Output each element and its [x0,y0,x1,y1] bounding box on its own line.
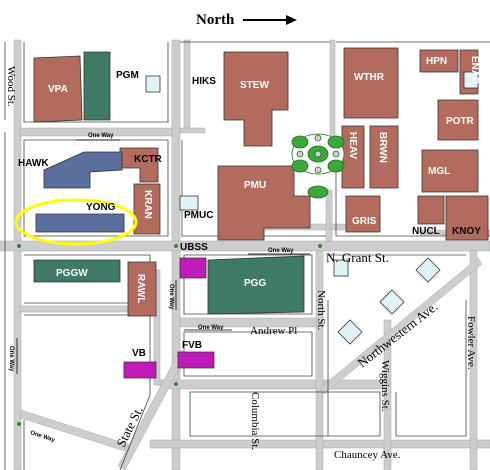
street-grant: N. Grant St. [326,250,389,265]
building-hawk [43,151,123,189]
building-pgm [83,51,111,121]
building-yong [35,213,125,233]
label-vpa: VPA [48,84,68,95]
building-vb [123,361,157,379]
oneway-label-4: One Way [8,346,14,372]
street-wiggins: Wiggins St. [379,360,391,412]
traffic-light-icon [318,244,322,248]
fountain-icon [291,133,345,199]
building-vpa [33,55,83,123]
building-fvb [177,351,215,369]
building-pmu [217,165,311,241]
building-small-pmuc [179,195,199,211]
street-north: North St. [315,290,327,331]
street-andrew: Andrew Pl [250,325,297,337]
street-wood: Wood St. [5,66,17,107]
street-fowler: Fowler Ave. [465,316,477,370]
label-mgl: MGL [428,166,450,177]
label-yong: YONG [86,202,116,213]
label-brwn: BRWN [377,132,388,163]
building-diamond-2 [379,289,405,315]
oneway-label-3: One Way [198,325,224,331]
label-pmuc: PMUC [184,210,213,221]
label-fvb: FVB [182,340,202,351]
label-hiks: HIKS [192,76,216,87]
building-ubss [179,257,207,279]
label-knoy: KNOY [452,226,481,237]
building-nucl [417,195,445,225]
label-pggw: PGGW [56,268,88,279]
traffic-light-icon [17,244,21,248]
building-stew [223,51,289,147]
label-enad: ENAD [469,56,480,84]
road-network [0,39,490,470]
building-pgg [207,255,305,315]
oneway-label-1: One Way [88,133,114,139]
traffic-light-icon [174,244,178,248]
building-brwn [369,125,399,189]
building-gris [345,195,381,233]
building-potr [437,99,479,141]
building-small-grant [333,259,349,277]
label-nucl: NUCL [412,226,440,237]
label-potr: POTR [446,116,475,127]
building-mgl [421,149,479,193]
oneway-label-2: One Way [268,248,294,254]
street-columbia: Columbia St. [249,392,261,450]
label-stew: STEW [240,80,269,91]
building-pggw [33,259,121,283]
building-small-east [463,71,479,89]
building-wthr [343,47,399,119]
label-pgg: PGG [244,278,266,289]
building-diamond-3 [337,319,363,345]
label-ubss: UBSS [180,242,208,253]
label-hpn: HPN [426,56,447,67]
label-heav: HEAV [347,132,358,159]
building-hpn [419,49,459,73]
north-label: North [196,12,235,28]
label-rawl: RAWL [135,274,146,303]
block-outlines [4,41,490,470]
label-pmu: PMU [244,180,266,191]
building-small-north [145,75,161,93]
street-northwestern: Northwestern Ave. [355,299,441,371]
label-kctr: KCTR [134,154,163,165]
label-pgm: PGM [116,70,139,81]
label-gris: GRIS [352,216,377,227]
label-wthr: WTHR [354,72,385,83]
label-vb: VB [132,348,146,359]
traffic-light-icon [174,382,178,386]
oneway-label-5: One Way [168,284,174,310]
yong-highlight [14,198,138,246]
building-knoy [445,195,489,241]
traffic-light-icon [17,422,21,426]
building-rawl [127,261,157,317]
street-chauncey: Chauncey Ave. [334,449,401,461]
building-diamond-1 [415,257,441,283]
oneway-label-6: One Way [29,430,56,444]
label-hawk: HAWK [18,158,49,169]
label-kran: KRAN [142,190,153,219]
north-arrow-icon [243,15,297,25]
